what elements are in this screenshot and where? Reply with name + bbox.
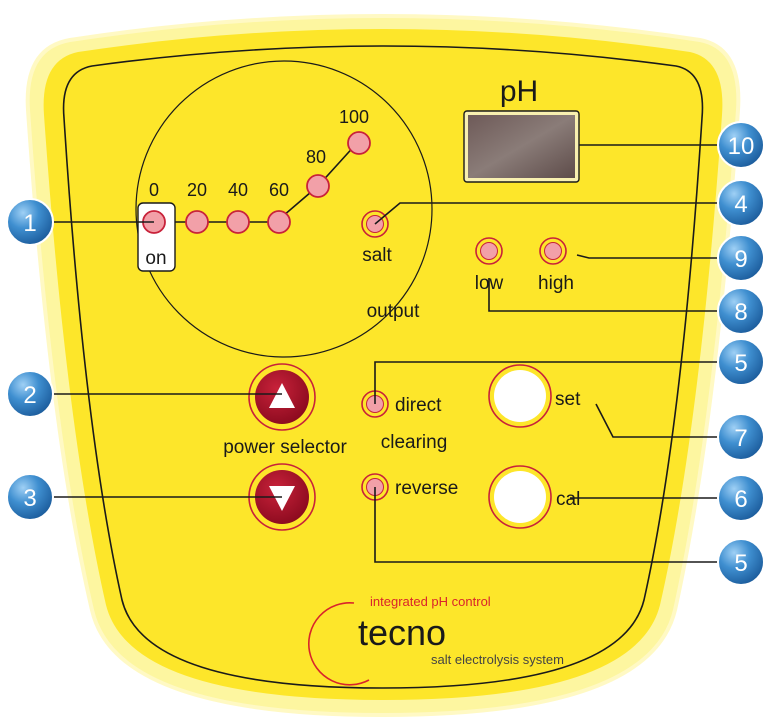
power-selector-label: power selector <box>223 437 347 458</box>
ph-display-screen <box>468 115 575 178</box>
led-60 <box>267 210 291 234</box>
brand-tagline-bottom: salt electrolysis system <box>431 652 564 667</box>
reverse-label: reverse <box>395 478 458 499</box>
svg-text:9: 9 <box>734 246 747 273</box>
power-scale-leds <box>142 131 371 234</box>
set-button[interactable] <box>488 364 552 428</box>
callouts: 1 2 3 4 5 5 6 7 <box>6 121 765 586</box>
led-40 <box>226 210 250 234</box>
svg-text:5: 5 <box>734 550 747 577</box>
callout-5-top: 5 <box>717 338 765 386</box>
ph-label: pH <box>500 75 538 108</box>
leader-7 <box>595 403 738 438</box>
svg-text:6: 6 <box>734 486 747 513</box>
direct-label: direct <box>395 395 442 416</box>
leader-4 <box>374 202 738 225</box>
leader-5-top <box>374 361 738 404</box>
scale-label-0: 0 <box>149 180 159 200</box>
on-label: on <box>145 248 166 269</box>
callout-8: 8 <box>717 287 765 335</box>
callout-4: 4 <box>717 179 765 227</box>
scale-label-80: 80 <box>306 147 326 167</box>
callout-9: 9 <box>717 234 765 282</box>
set-label: set <box>555 389 581 410</box>
cal-label: cal <box>556 489 580 510</box>
scale-label-100: 100 <box>339 107 369 127</box>
high-led <box>544 242 562 260</box>
svg-text:3: 3 <box>23 485 36 512</box>
clearing-label: clearing <box>381 432 448 453</box>
svg-text:10: 10 <box>728 133 755 160</box>
power-up-button[interactable] <box>248 363 316 431</box>
brand-tagline-top: integrated pH control <box>370 594 491 609</box>
callout-2: 2 <box>6 370 54 418</box>
scale-label-20: 20 <box>187 180 207 200</box>
output-arc <box>135 60 433 358</box>
svg-text:2: 2 <box>23 382 36 409</box>
scale-label-60: 60 <box>269 180 289 200</box>
brand-swoosh <box>307 601 370 686</box>
scale-label-40: 40 <box>228 180 248 200</box>
leader-9 <box>576 254 738 259</box>
svg-text:1: 1 <box>23 210 36 237</box>
high-label: high <box>538 273 574 294</box>
panel-inner-line <box>62 45 704 689</box>
power-scale-line <box>154 142 358 223</box>
led-100 <box>347 131 371 155</box>
callout-10: 10 <box>717 121 765 169</box>
led-80 <box>306 174 330 198</box>
panel-face <box>43 29 723 700</box>
up-arrow-icon <box>269 383 295 408</box>
callout-6: 6 <box>717 474 765 522</box>
down-arrow-icon <box>269 486 295 511</box>
svg-text:7: 7 <box>734 425 747 452</box>
leader-8 <box>488 278 738 312</box>
low-led <box>480 242 498 260</box>
salt-label: salt <box>362 245 392 266</box>
leader-lines <box>40 144 738 563</box>
svg-text:4: 4 <box>734 191 747 218</box>
cal-button[interactable] <box>488 465 552 529</box>
brand-name: tecno <box>358 612 446 653</box>
output-label: output <box>367 301 421 322</box>
callout-7: 7 <box>717 413 765 461</box>
svg-text:5: 5 <box>734 350 747 377</box>
callout-5-bottom: 5 <box>717 538 765 586</box>
led-20 <box>185 210 209 234</box>
svg-text:8: 8 <box>734 299 747 326</box>
leader-5-bottom <box>374 487 738 563</box>
callout-1: 1 <box>6 198 54 246</box>
callout-3: 3 <box>6 473 54 521</box>
